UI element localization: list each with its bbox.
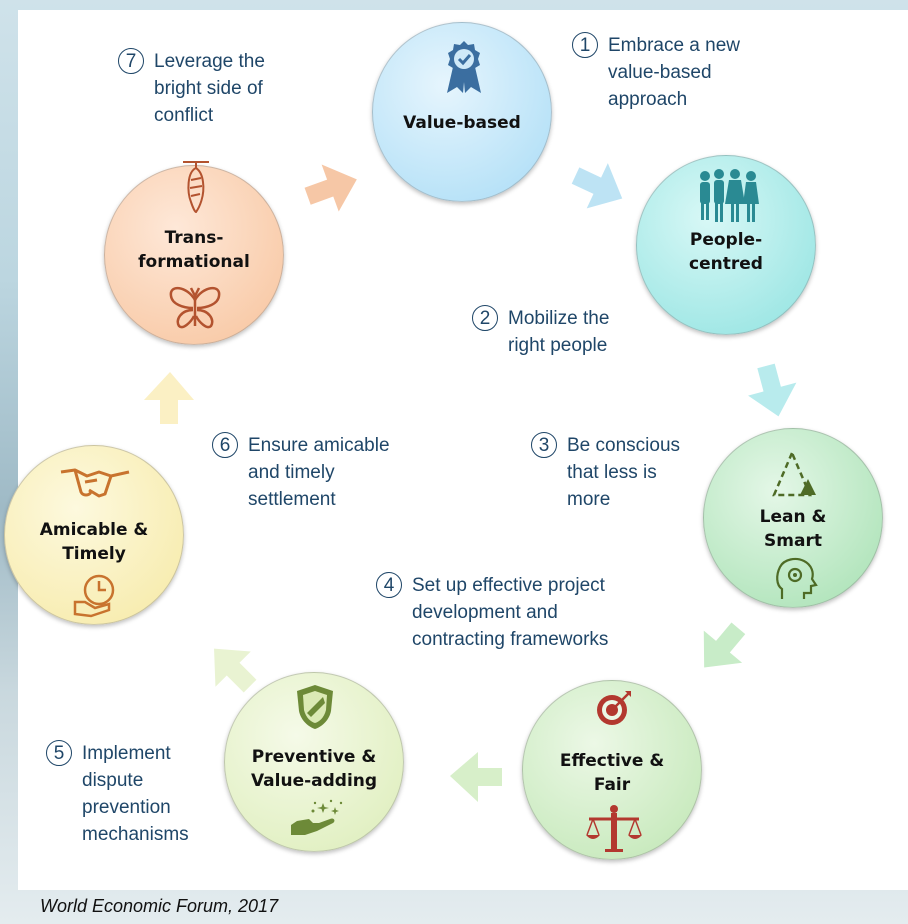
node-label: Preventive & Value-adding [250, 747, 378, 791]
step-2: 2 Mobilize the right people [472, 305, 672, 365]
node-lean-smart: Lean & Smart [703, 428, 883, 608]
arrow-6-to-7 [144, 372, 194, 424]
triangle-icon [772, 449, 816, 497]
arrow-2-to-3 [748, 363, 797, 417]
step-text: Leverage the bright side of conflict [154, 51, 265, 126]
award-badge-icon [447, 41, 481, 93]
node-label: Value-based [403, 113, 521, 133]
step-1: 1 Embrace a new value-based approach [572, 32, 792, 122]
clock-hand-icon [73, 574, 115, 618]
cocoon-icon [183, 161, 209, 214]
handshake-icon [60, 468, 130, 498]
arrow-7-to-1 [304, 164, 357, 212]
arrow-5-to-6 [214, 648, 257, 693]
node-label: Effective & Fair [559, 751, 665, 795]
step-text: Implement dispute prevention mechanisms [82, 743, 189, 845]
step-number: 3 [531, 432, 557, 458]
butterfly-icon [169, 287, 221, 329]
node-preventive-value-adding: Preventive & Value-adding [224, 672, 404, 852]
node-transformational: Trans- formational [104, 161, 284, 345]
step-number: 4 [376, 572, 402, 598]
node-label: People- centred [689, 230, 763, 274]
step-number: 5 [46, 740, 72, 766]
arrow-4-to-5 [450, 752, 502, 802]
step-4: 4 Set up effective project development a… [376, 572, 696, 662]
step-6: 6 Ensure amicable and timely settlement [212, 432, 462, 522]
source-caption: World Economic Forum, 2017 [40, 896, 279, 916]
step-text: Set up effective project development and… [412, 575, 609, 650]
node-label: Lean & Smart [759, 507, 827, 551]
step-text: Embrace a new value-based approach [608, 35, 741, 110]
step-3: 3 Be conscious that less is more [531, 432, 731, 522]
step-text: Be conscious that less is more [567, 435, 681, 510]
step-text: Mobilize the right people [508, 308, 610, 356]
shield-icon [297, 685, 333, 729]
node-label: Amicable & Timely [39, 520, 149, 564]
target-icon [597, 691, 631, 725]
node-amicable-timely: Amicable & Timely [4, 445, 184, 625]
people-group-icon [700, 169, 759, 222]
arrow-3-to-4 [703, 622, 746, 668]
step-text: Ensure amicable and timely settlement [248, 435, 390, 510]
head-gear-icon [776, 557, 818, 599]
justice-scales-icon [586, 805, 642, 852]
node-value-based: Value-based [372, 22, 552, 202]
node-label: Trans- formational [138, 228, 250, 272]
step-number: 2 [472, 305, 498, 331]
node-effective-fair: Effective & Fair [522, 680, 702, 860]
step-number: 6 [212, 432, 238, 458]
step-number: 1 [572, 32, 598, 58]
arrow-1-to-2 [571, 163, 623, 209]
step-7: 7 Leverage the bright side of conflict [118, 48, 338, 138]
hand-sparkles-icon [291, 799, 343, 835]
node-people-centred: People- centred [636, 155, 816, 335]
step-5: 5 Implement dispute prevention mechanism… [46, 740, 236, 855]
step-number: 7 [118, 48, 144, 74]
